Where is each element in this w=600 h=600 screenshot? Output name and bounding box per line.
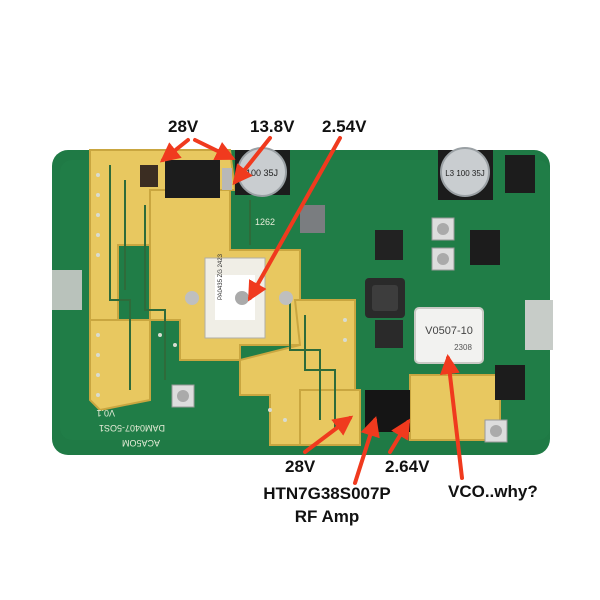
ic-chip-icon <box>375 320 403 348</box>
inductor-icon <box>365 278 405 318</box>
arrow-amp <box>353 416 380 485</box>
label-rf-amp: RF Amp <box>294 507 360 526</box>
ic-chip-icon <box>375 230 403 260</box>
label-28v-top: 28V <box>168 117 199 136</box>
rf-traces <box>109 165 336 430</box>
smd-part <box>140 165 158 187</box>
electrolytic-capacitor-icon: L3 100 35J <box>438 147 493 200</box>
label-rf-amp-part: HTN7G38S007P <box>263 484 391 503</box>
label-2-54v: 2.54V <box>322 117 367 136</box>
label-vco: VCO..why? <box>448 482 538 501</box>
silkscreen-text: DAM0407-5OS1 <box>99 423 165 433</box>
arrow-13v8 <box>232 136 272 186</box>
ic-chip-icon <box>495 365 525 400</box>
arrow-2v54 <box>248 136 342 302</box>
label-13-8v: 13.8V <box>250 117 295 136</box>
via-holes <box>96 173 347 422</box>
arrow-2v64 <box>388 418 411 454</box>
silkscreen-text: V0.1 <box>96 408 115 418</box>
regulator-chip-right <box>505 155 535 193</box>
svg-text:2308: 2308 <box>454 343 472 352</box>
silkscreen-text: ACA5OM <box>122 438 160 448</box>
arrow-28v-left <box>159 138 190 163</box>
label-28v-bottom: 28V <box>285 457 316 476</box>
svg-text:100 35J: 100 35J <box>246 168 278 178</box>
silkscreen-text: 1262 <box>255 217 275 227</box>
svg-text:PA0435 ZG 2423: PA0435 ZG 2423 <box>218 253 224 300</box>
regulator-chip <box>165 160 220 198</box>
red-arrow-icon <box>159 136 464 485</box>
trimmer-pot <box>171 217 508 443</box>
label-2-64v: 2.64V <box>385 457 430 476</box>
left-connector <box>52 270 82 310</box>
arrow-28v-right <box>193 138 236 160</box>
vco-module: V0507-10 2308 <box>414 307 484 364</box>
right-connector <box>525 300 553 350</box>
svg-text:L3 100 35J: L3 100 35J <box>445 169 485 178</box>
ic-chip-icon <box>300 205 325 233</box>
arrow-vco <box>439 354 464 480</box>
arrow-28v-bottom <box>303 415 354 454</box>
ic-chip-icon <box>470 230 500 265</box>
svg-text:V0507-10: V0507-10 <box>425 325 473 337</box>
